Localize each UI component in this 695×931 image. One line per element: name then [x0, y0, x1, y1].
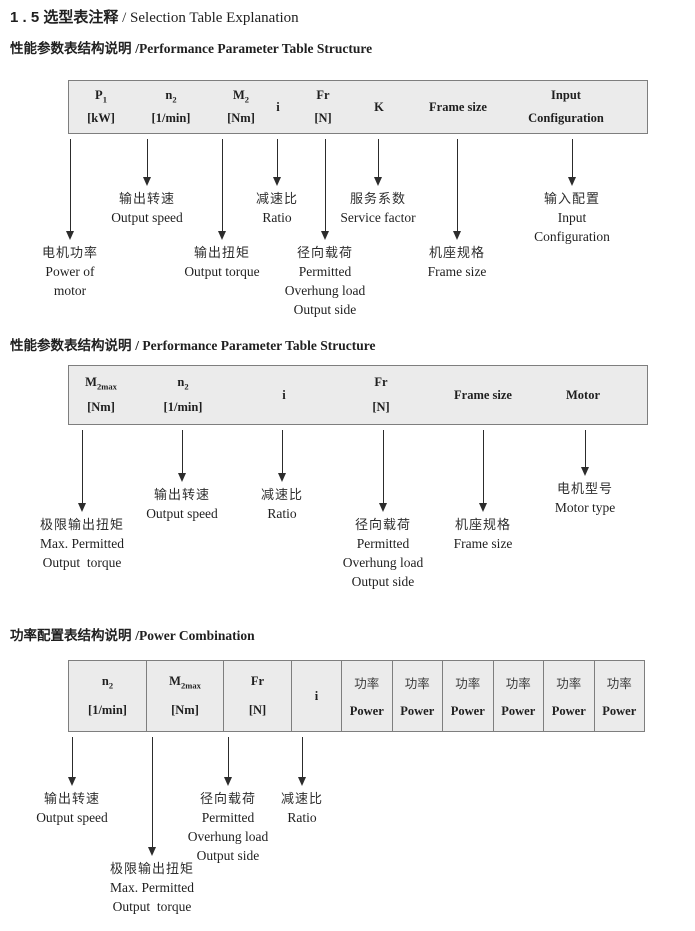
section2-heading: 性能参数表结构说明 / Performance Parameter Table …	[10, 334, 375, 354]
section1-heading-cn: 性能参数表结构说明	[10, 41, 136, 56]
col-header-n2: n2[1/min]	[151, 88, 191, 125]
section3-heading-en: /Power Combination	[135, 628, 255, 643]
col-header-m2: M2[Nm]	[227, 88, 255, 125]
performance-table-2: M2max[Nm] n2[1/min] i Fr[N] Frame size M…	[68, 365, 648, 425]
col-header-m2max: M2max[Nm]	[146, 661, 223, 731]
section2-heading-cn: 性能参数表结构说明	[10, 338, 136, 353]
col-header-n2: n2[1/min]	[88, 674, 127, 717]
section1-heading-en: /Performance Parameter Table Structure	[135, 41, 373, 56]
col-header-n2: n2[1/min]	[163, 375, 203, 414]
col-header-frame-size: Frame size	[454, 387, 512, 402]
performance-table-1: P1[kW] n2[1/min] M2[Nm] i Fr[N] K Frame …	[68, 80, 648, 134]
page-title-cn: 1 . 5 选型表注释	[10, 9, 119, 26]
section3-heading-cn: 功率配置表结构说明	[10, 628, 136, 643]
section2-heading-en: / Performance Parameter Table Structure	[135, 338, 376, 353]
section3-heading: 功率配置表结构说明 /Power Combination	[10, 624, 255, 644]
col-header-i: i	[282, 387, 286, 402]
col-header-motor: Motor	[565, 387, 601, 402]
col-header-fr: Fr[N]	[372, 375, 390, 414]
col-header-m2max: M2max[Nm]	[85, 375, 117, 414]
col-header-frame-size: Frame size	[429, 99, 487, 114]
col-header-i: i	[291, 661, 341, 731]
col-header-p1: P1[kW]	[87, 88, 115, 125]
col-header-i: i	[276, 99, 280, 114]
page-title-en: / Selection Table Explanation	[118, 10, 299, 26]
col-header-fr: Fr[N]	[314, 88, 332, 125]
col-header-fr: Fr[N]	[223, 661, 291, 731]
page-title: 1 . 5 选型表注释 / Selection Table Explanatio…	[10, 6, 299, 27]
col-header-k: K	[374, 99, 384, 114]
section1-heading: 性能参数表结构说明 /Performance Parameter Table S…	[10, 37, 372, 57]
